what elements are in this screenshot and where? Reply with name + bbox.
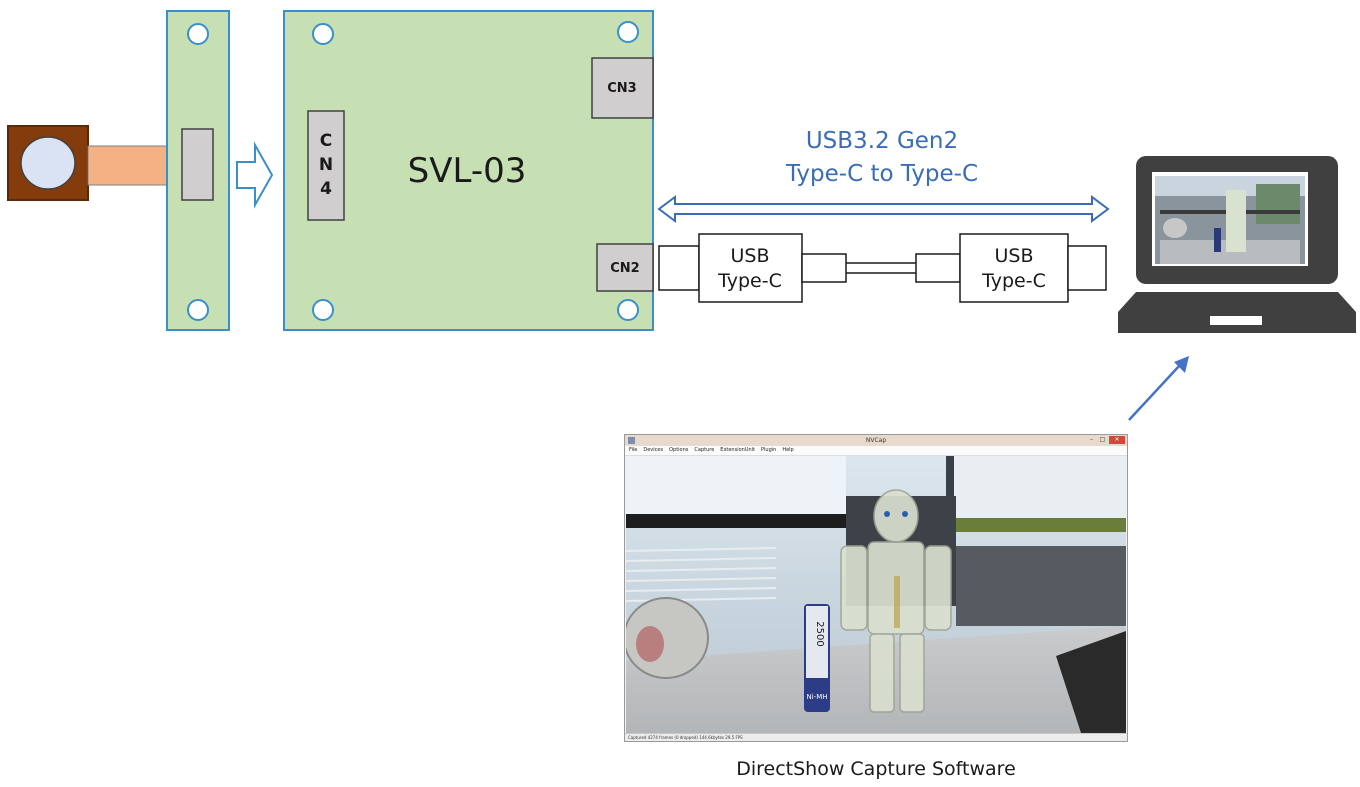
menu-file[interactable]: File: [629, 447, 638, 453]
minimize-icon[interactable]: –: [1090, 436, 1093, 443]
svg-text:N: N: [319, 155, 333, 175]
left-plug-label-1: USB: [730, 245, 769, 267]
caption: DirectShow Capture Software: [736, 758, 1016, 780]
right-plug-label-2: Type-C: [981, 270, 1046, 292]
usb-link-title: USB3.2 Gen2: [806, 128, 958, 154]
battery-type: Ni-MH: [806, 693, 827, 701]
cn3-label: CN3: [607, 81, 636, 96]
app-icon: [628, 437, 635, 444]
double-arrow-icon: [657, 195, 1110, 223]
camera-scene: 2500 Ni-MH: [626, 456, 1126, 733]
cn2-label: CN2: [610, 261, 639, 276]
menu-extensionunit[interactable]: ExtensionUnit: [720, 447, 756, 453]
cn3-connector: CN3: [591, 57, 654, 119]
svg-text:C: C: [320, 131, 332, 151]
left-plug-label-2: Type-C: [717, 270, 782, 292]
right-plug-label-1: USB: [994, 245, 1033, 267]
capture-software-window: NVCap – □ ✕ File Devices Options Capture…: [624, 434, 1128, 742]
cn2-connector: CN2: [596, 243, 654, 292]
window-titlebar: NVCap – □ ✕: [625, 435, 1127, 446]
board-name: SVL-03: [408, 151, 527, 191]
svg-text:4: 4: [320, 179, 332, 199]
camera-module-icon: [7, 125, 185, 201]
close-icon[interactable]: ✕: [1109, 436, 1125, 444]
menu-help[interactable]: Help: [782, 447, 794, 453]
status-bar: Captured 4274 frames (0 dropped) 144.6kb…: [625, 733, 1127, 741]
menu-capture[interactable]: Capture: [694, 447, 715, 453]
usb-link-subtitle: Type-C to Type-C: [785, 161, 978, 187]
cn4-connector: C N 4: [307, 110, 345, 221]
menu-options[interactable]: Options: [669, 447, 689, 453]
usb-cable: USB Type-C USB Type-C: [658, 233, 1107, 303]
menu-bar: File Devices Options Capture ExtensionUn…: [625, 446, 1127, 456]
window-title: NVCap: [865, 437, 887, 444]
maximize-icon[interactable]: □: [1099, 436, 1106, 443]
video-preview: 2500 Ni-MH: [626, 456, 1126, 733]
menu-plugin[interactable]: Plugin: [761, 447, 777, 453]
pointer-arrow-icon: [1128, 356, 1189, 421]
menu-devices[interactable]: Devices: [643, 447, 664, 453]
laptop-icon: [1118, 156, 1356, 333]
insert-arrow-icon: [236, 141, 274, 209]
battery-capacity: 2500: [814, 621, 825, 646]
adapter-board-icon: [166, 10, 230, 331]
